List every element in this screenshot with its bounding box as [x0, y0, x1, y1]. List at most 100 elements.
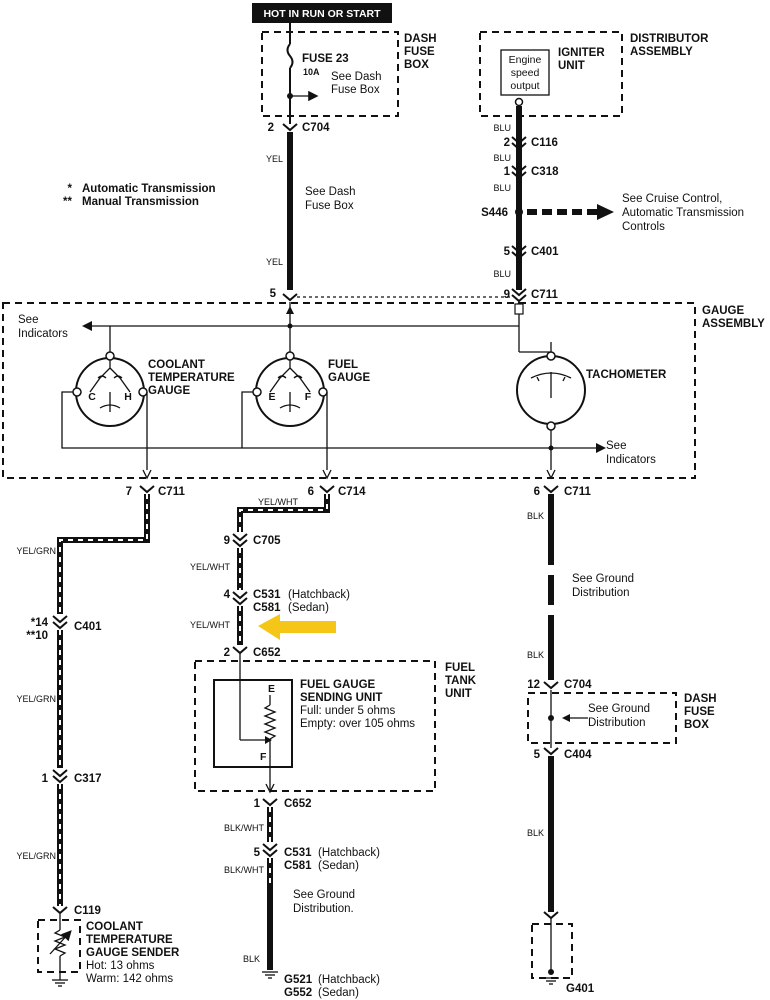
tank-label-2: TANK: [445, 675, 477, 687]
c401-pin-b: **10: [26, 630, 48, 642]
legend-manual-text: Manual Transmission: [82, 196, 199, 208]
tachometer-icon: [516, 351, 586, 431]
coolant-sender-resistor-icon: [49, 914, 72, 987]
fuel-gauge-icon: E F: [252, 351, 328, 427]
c581-conn-g: C581: [284, 860, 312, 872]
dash-box-b-1: DASH: [684, 693, 717, 705]
c318-pin: 1: [504, 166, 511, 178]
highlight-arrow-icon: [258, 614, 336, 640]
c404-pin: 5: [534, 749, 541, 761]
blk-wht-2: BLK/WHT: [224, 865, 265, 875]
hot-label: HOT IN RUN OR START: [263, 8, 381, 20]
c531-pin: 4: [224, 589, 231, 601]
coolant-c: C: [88, 391, 96, 403]
fuse-rating: 10A: [303, 67, 320, 77]
c652-conn-bottom: C652: [284, 798, 312, 810]
dash-box-label-3: BOX: [404, 59, 429, 71]
g521-note: (Hatchback): [318, 974, 380, 986]
gauge-assembly-label-2: ASSEMBLY: [702, 318, 765, 330]
c652-pin-2: 2: [224, 647, 230, 659]
see-indicators-right-2: Indicators: [606, 454, 656, 466]
c531-conn: C531: [253, 589, 281, 601]
yel-wire-1: YEL: [266, 154, 283, 164]
c317-pin: 1: [42, 773, 49, 785]
fuel-sender-rheostat-icon: [239, 653, 277, 794]
sending-label-1: FUEL GAUGE: [300, 679, 376, 691]
c711-conn-tach: C711: [564, 486, 591, 498]
right-feed-wire: BLU 2 C116 BLU 1 C318 BLU S446 See Cruis…: [297, 106, 744, 303]
sender-label-3: GAUGE SENDER: [86, 947, 180, 959]
c401-pin-a: *14: [31, 617, 49, 629]
c581-note-g: (Sedan): [318, 860, 359, 872]
hot-in-run-banner: HOT IN RUN OR START: [252, 3, 392, 23]
dash-fuse-box-bottom: [527, 692, 677, 744]
sender-f: F: [260, 751, 267, 763]
cruise-1: See Cruise Control,: [622, 193, 722, 205]
yel-wire-2: YEL: [266, 257, 283, 267]
fuel-f: F: [305, 391, 312, 403]
igniter-1: IGNITER: [558, 47, 605, 59]
fuse-name: FUSE 23: [302, 53, 349, 65]
distributor-assembly: Engine speed output IGNITER UNIT DISTRIB…: [479, 31, 709, 117]
sending-empty: Empty: over 105 ohms: [300, 718, 415, 730]
left-feed-wire: 2 C704 YEL See Dash Fuse Box YEL 5: [266, 122, 356, 302]
dash-box-b-3: BOX: [684, 719, 709, 731]
engine-out-1: Engine: [509, 54, 542, 66]
tach-see-1: See Ground: [572, 573, 634, 585]
fuel-e: E: [268, 391, 275, 403]
coolant-h: H: [124, 391, 132, 403]
c711-conn-top: C711: [531, 289, 558, 301]
sender-e: E: [268, 683, 275, 695]
c711-pin-9: 9: [504, 289, 510, 301]
engine-out-3: output: [510, 80, 539, 92]
box-see-1: See Ground: [588, 703, 650, 715]
gauge-assembly-label-1: GAUGE: [702, 305, 745, 317]
c704-conn: C704: [302, 122, 330, 134]
g552: G552: [284, 987, 312, 999]
tach-see-2: Distribution: [572, 587, 630, 599]
c531-conn-g: C531: [284, 847, 312, 859]
c581-note: (Sedan): [288, 602, 329, 614]
gauge-assembly: GAUGE ASSEMBLY See Indicators C H COOLA: [2, 300, 765, 480]
fuel-ground-see-2: Distribution.: [293, 903, 354, 915]
c705-pin: 9: [224, 535, 230, 547]
fuel-gauge-label-2: GAUGE: [328, 372, 371, 384]
c401-conn-coolant: C401: [74, 621, 102, 633]
fuel-ground-circuit: 1 C652 BLK/WHT 5 C531 (Hatchback) C581 (…: [224, 798, 380, 999]
ground-symbol-icon: [262, 971, 278, 979]
fuel-tank-unit-box: [194, 660, 436, 792]
ground-symbol-icon: [543, 977, 559, 985]
c714-pin: 6: [308, 486, 314, 498]
c116-conn: C116: [531, 137, 558, 149]
fuel-gauge-label-1: FUEL: [328, 359, 358, 371]
coolant-label-3: GAUGE: [148, 385, 191, 397]
cruise-3: Controls: [622, 221, 665, 233]
c531-pin-5: 5: [254, 847, 261, 859]
distributor-label-1: DISTRIBUTOR: [630, 33, 709, 45]
yel-wht-2: YEL/WHT: [190, 562, 231, 572]
c704-pin: 2: [268, 122, 274, 134]
fuel-ground-see-1: See Ground: [293, 889, 355, 901]
c652-pin-1: 1: [254, 798, 261, 810]
c704-conn-tach: C704: [564, 679, 592, 691]
box-see-2: Distribution: [588, 717, 646, 729]
yel-grn-3: YEL/GRN: [16, 851, 56, 861]
dash-box-label-2: FUSE: [404, 46, 435, 58]
coolant-label-1: COOLANT: [148, 359, 205, 371]
yel-grn-2: YEL/GRN: [16, 694, 56, 704]
coolant-circuit: 7 C711 YEL/GRN *14 **10 C401 YEL/GRN 1 C…: [16, 485, 185, 987]
legend-auto-mark: *: [68, 183, 73, 195]
c581-conn: C581: [253, 602, 281, 614]
left-see-1: See Dash: [305, 186, 356, 198]
g401: G401: [566, 983, 595, 995]
yel-grn-1: YEL/GRN: [16, 546, 56, 556]
cruise-2: Automatic Transmission: [622, 207, 744, 219]
fuse-see-1: See Dash: [331, 71, 382, 83]
fuse-see-2: Fuse Box: [331, 84, 380, 96]
c711-pin-6: 6: [534, 486, 540, 498]
blu-1: BLU: [493, 123, 511, 133]
blu-3: BLU: [493, 183, 511, 193]
sender-warm: Warm: 142 ohms: [86, 973, 173, 985]
c652-conn-top: C652: [253, 647, 281, 659]
